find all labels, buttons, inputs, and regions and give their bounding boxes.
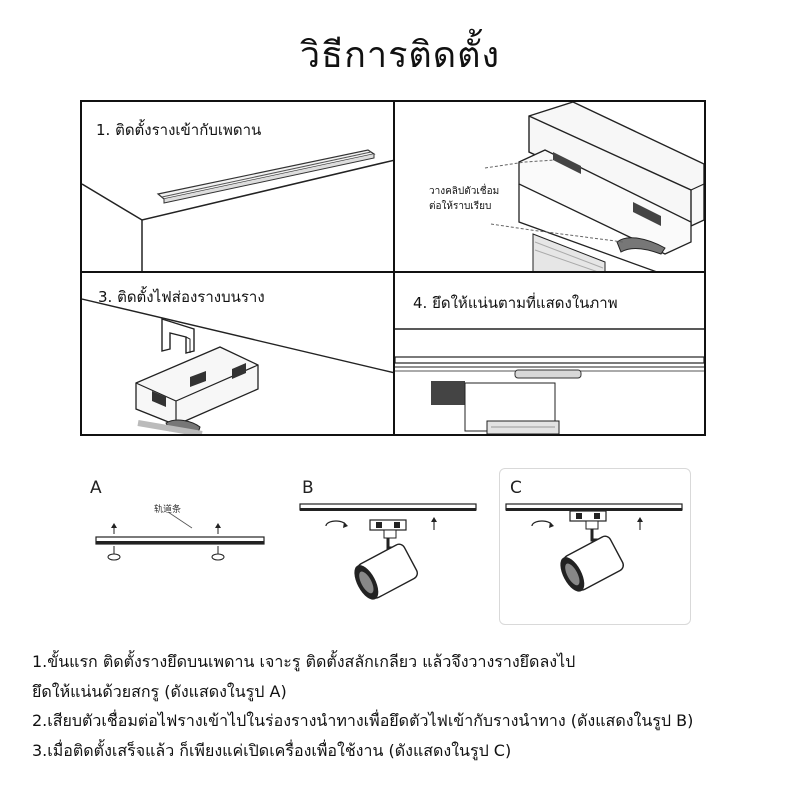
callout-line-1: วางคลิปตัวเชื่อม — [429, 186, 500, 197]
figure-c-letter: C — [510, 478, 522, 498]
figure-c-frame — [499, 468, 691, 625]
rail-bar-label: 轨道条 — [154, 505, 182, 515]
connector-clip-callout: วางคลิปตัวเชื่อม ต่อให้ราบเรียบ — [429, 184, 499, 214]
instruction-line-3: 2.เสียบตัวเชื่อมต่อไฟรางเข้าไปในร่องรางน… — [32, 711, 694, 730]
page-title: วิธีการติดตั้ง — [299, 35, 501, 76]
figure-c-installed-light — [505, 503, 683, 592]
step-4-label: 4. ยึดให้แน่นตามที่แสดงในภาพ — [413, 294, 618, 312]
step-2-panel: วางคลิปตัวเชื่อม ต่อให้ราบเรียบ — [395, 102, 704, 273]
step-4-panel: 4. ยึดให้แน่นตามที่แสดงในภาพ — [395, 273, 704, 434]
step-3-panel: 3. ติดตั้งไฟส่องรางบนราง — [82, 273, 395, 434]
figure-a-rail-mounting — [95, 511, 265, 561]
track-light-mount-illustration — [82, 298, 393, 434]
figure-a-letter: A — [90, 478, 102, 498]
secured-track-illustration — [395, 328, 704, 434]
ceiling-rail-illustration — [82, 149, 393, 271]
figure-b-connector-insert — [299, 503, 477, 600]
installation-steps-grid: 1. ติดตั้งรางเข้ากับเพดาน — [80, 100, 706, 436]
instruction-text: 1.ขั้นแรก ติดตั้งรางยึดบนเพดาน เจาะรู ติ… — [32, 647, 800, 765]
step-3-label: 3. ติดตั้งไฟส่องรางบนราง — [98, 288, 265, 306]
instruction-line-4: 3.เมื่อติดตั้งเสร็จแล้ว ก็เพียงแค่เปิดเค… — [32, 740, 512, 760]
instruction-line-2: ยึดให้แน่นด้วยสกรู (ดังแสดงในรูป A) — [32, 681, 287, 701]
step-1-panel: 1. ติดตั้งรางเข้ากับเพดาน — [82, 102, 395, 273]
callout-line-2: ต่อให้ราบเรียบ — [429, 201, 492, 212]
figure-b-letter: B — [302, 478, 314, 498]
step-1-label: 1. ติดตั้งรางเข้ากับเพดาน — [96, 121, 262, 139]
connector-clip-illustration — [484, 102, 704, 271]
instruction-line-1: 1.ขั้นแรก ติดตั้งรางยึดบนเพดาน เจาะรู ติ… — [32, 652, 576, 671]
